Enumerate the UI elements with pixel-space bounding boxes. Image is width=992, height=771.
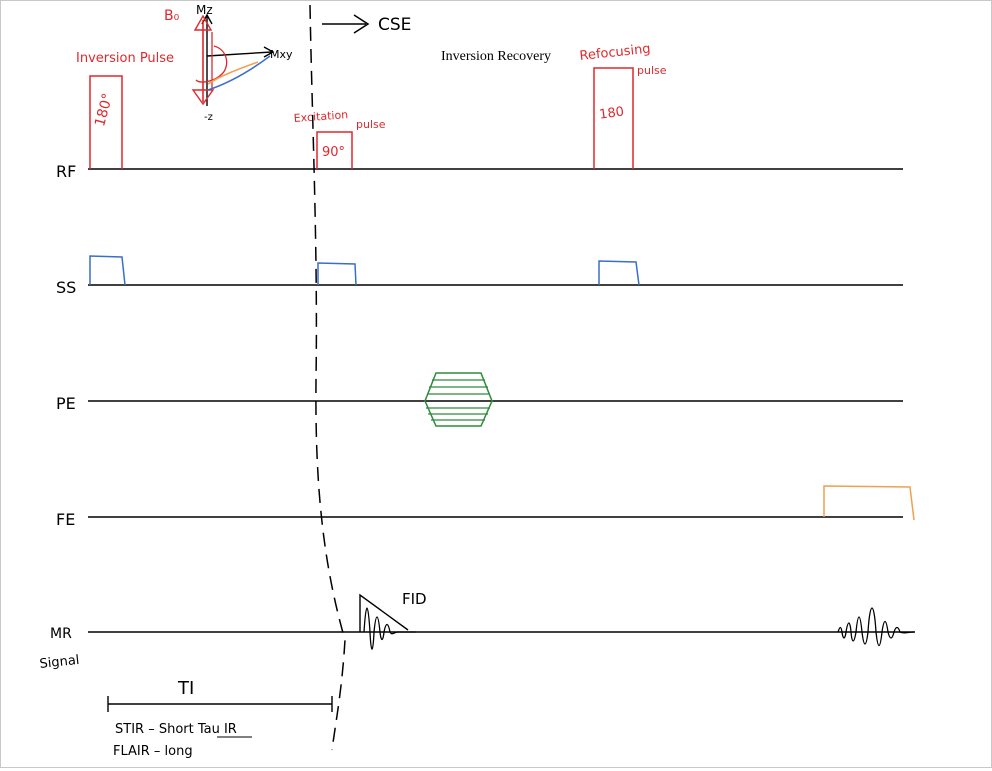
ss-axis-label: SS (56, 278, 76, 297)
excitation-pulse (316, 131, 353, 169)
inversion-pulse-label: Inversion Pulse (76, 51, 174, 66)
ss-gradient-refocusing (598, 260, 640, 286)
signal-axis-label: Signal (39, 653, 80, 672)
mxy-label: Mxy (270, 48, 293, 61)
excitation-label: Excitation (293, 108, 348, 125)
refocusing-label-pulse: pulse (637, 64, 667, 77)
rf-axis-label: RF (56, 162, 76, 181)
fe-axis-label: FE (56, 510, 75, 529)
minus-z-label: -z (204, 112, 213, 123)
refocusing-label: Refocusing (579, 42, 651, 64)
fid-signal (359, 593, 416, 650)
echo-signal (837, 607, 915, 647)
fe-readout-gradient (823, 485, 915, 521)
refocusing-angle: 180 (598, 104, 625, 122)
fid-label: FID (402, 590, 427, 608)
mz-label: Mz (196, 3, 213, 17)
ti-label: TI (177, 678, 194, 699)
inversion-pulse (89, 75, 123, 169)
b0-label: B₀ (164, 8, 180, 24)
ss-gradient-excitation (317, 262, 357, 286)
ti-bracket (107, 696, 333, 712)
cse-arrow (322, 14, 370, 34)
excitation-label-pulse: pulse (356, 118, 386, 131)
ti-boundary-dashed (309, 4, 346, 751)
pe-gradient-table (424, 372, 493, 427)
ss-gradient-inversion (89, 255, 126, 286)
diagram-title: Inversion Recovery (441, 49, 551, 64)
refocusing-pulse (593, 67, 634, 169)
inversion-angle: 180° (92, 92, 116, 129)
pe-axis-label: PE (56, 394, 76, 413)
magnetization-vector-diagram (191, 13, 275, 106)
excitation-angle: 90° (322, 145, 345, 160)
cse-label: CSE (378, 15, 411, 35)
flair-note: FLAIR – long (113, 744, 193, 759)
mr-axis-label: MR (50, 626, 72, 642)
stir-note: STIR – Short Tau IR (115, 722, 237, 737)
